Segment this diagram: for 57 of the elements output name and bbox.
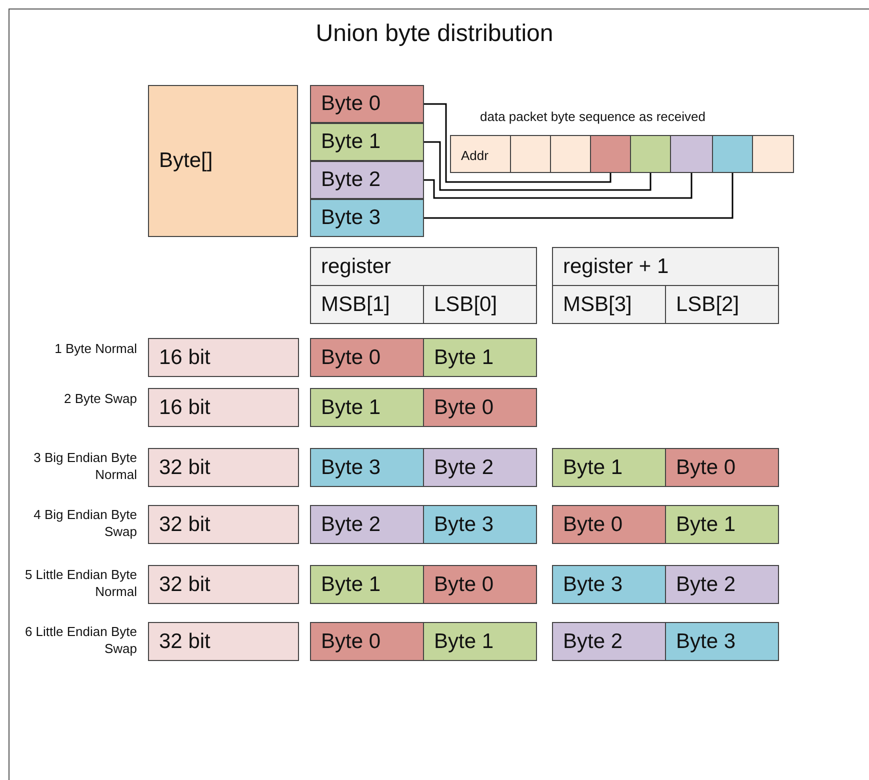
byte-box: Byte 0 <box>310 622 424 661</box>
byte-box: Byte 1 <box>423 338 537 377</box>
connector-line <box>424 103 612 183</box>
bit-width-box: 32 bit <box>148 565 299 604</box>
byte-box: Byte 0 <box>423 565 537 604</box>
register-cell: LSB[2] <box>665 285 779 324</box>
packet-cell: Addr <box>450 135 511 173</box>
byte-box: Byte 2 <box>552 622 666 661</box>
register-header: register <box>310 247 537 286</box>
byte-box: Byte 1 <box>310 388 424 427</box>
byte-box: Byte 3 <box>310 199 424 237</box>
row-label: 5 Little Endian Byte Normal <box>24 566 137 600</box>
byte-box: Byte 2 <box>665 565 779 604</box>
bit-width-box: 32 bit <box>148 448 299 487</box>
byte-box: Byte 0 <box>665 448 779 487</box>
byte-box: Byte 1 <box>665 505 779 544</box>
packet-cell <box>510 135 551 173</box>
packet-cell <box>590 135 631 173</box>
byte-box: Byte 3 <box>310 448 424 487</box>
byte-box: Byte 0 <box>423 388 537 427</box>
bit-width-box: 32 bit <box>148 622 299 661</box>
byte-box: Byte 2 <box>423 448 537 487</box>
register-header: register + 1 <box>552 247 779 286</box>
packet-cell <box>712 135 753 173</box>
packet-cell <box>670 135 713 173</box>
byte-box: Byte 3 <box>423 505 537 544</box>
row-label: 3 Big Endian Byte Normal <box>32 449 137 483</box>
byte-box: Byte 0 <box>310 338 424 377</box>
diagram-title: Union byte distribution <box>314 20 554 48</box>
packet-cell <box>630 135 671 173</box>
byte-box: Byte 1 <box>552 448 666 487</box>
byte-box: Byte 0 <box>310 85 424 123</box>
row-label: 4 Big Endian Byte Swap <box>32 506 137 540</box>
bit-width-box: 32 bit <box>148 505 299 544</box>
bit-width-box: 16 bit <box>148 338 299 377</box>
byte-box: Byte 2 <box>310 161 424 199</box>
bit-width-box: 16 bit <box>148 388 299 427</box>
byte-box: Byte 1 <box>423 622 537 661</box>
connector-line <box>424 172 692 199</box>
connector-line <box>424 141 652 191</box>
row-label: 6 Little Endian Byte Swap <box>24 623 137 657</box>
row-label: 2 Byte Swap <box>63 390 137 407</box>
connector-line <box>424 172 734 219</box>
byte-box: Byte 0 <box>552 505 666 544</box>
byte-box: Byte 1 <box>310 123 424 161</box>
register-cell: MSB[1] <box>310 285 424 324</box>
caption-label: data packet byte sequence as received <box>480 109 706 124</box>
byte-box: Byte 3 <box>552 565 666 604</box>
array-box: Byte[] <box>148 85 298 237</box>
row-label: 1 Byte Normal <box>54 340 137 357</box>
register-cell: LSB[0] <box>423 285 537 324</box>
byte-box: Byte 1 <box>310 565 424 604</box>
byte-box: Byte 2 <box>310 505 424 544</box>
packet-cell <box>550 135 591 173</box>
byte-box: Byte 3 <box>665 622 779 661</box>
packet-cell <box>752 135 794 173</box>
register-cell: MSB[3] <box>552 285 666 324</box>
